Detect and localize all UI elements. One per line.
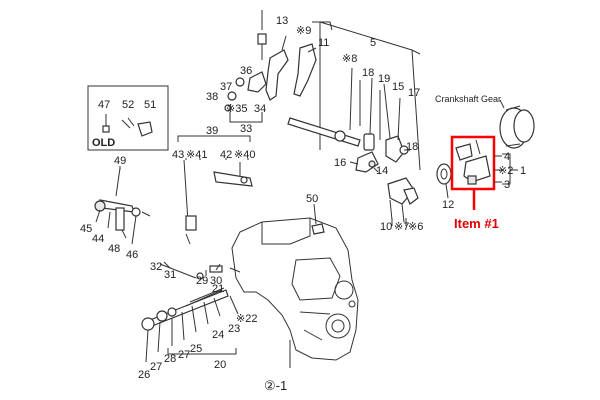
label-32: 32 <box>150 261 162 273</box>
leader-lines <box>95 20 502 363</box>
label-40: ※40 <box>234 149 255 161</box>
label-34: 34 <box>254 103 266 115</box>
label-10: 10 <box>380 221 392 233</box>
label-16: 16 <box>334 157 346 169</box>
label-2: ※2 <box>498 165 513 177</box>
label-21: 21 <box>212 283 224 295</box>
label-49: 49 <box>114 155 126 167</box>
label-13: 13 <box>276 15 288 27</box>
label-39: 39 <box>206 125 218 137</box>
label-51: 51 <box>144 99 156 111</box>
shift-fork-assembly-top <box>224 10 419 223</box>
figure-ref-label: ②-1 <box>264 378 287 393</box>
label-27: 27 <box>178 349 190 361</box>
old-label: OLD <box>92 137 115 149</box>
pin-50 <box>311 223 325 235</box>
spring-stack <box>141 287 229 331</box>
label-42: 42 <box>220 149 232 161</box>
label-25: 25 <box>190 343 202 355</box>
label-7: ※7 <box>394 221 409 233</box>
label-15: 15 <box>392 81 404 93</box>
label-47: 47 <box>98 99 110 111</box>
label-11: 11 <box>318 37 329 49</box>
label-30: 30 <box>210 275 222 287</box>
label-26b: 27 <box>150 361 162 373</box>
label-6: ※6 <box>408 221 423 233</box>
label-45: 45 <box>80 223 92 235</box>
label-3: 3 <box>504 179 510 191</box>
transmission-case <box>231 217 359 368</box>
label-46: 46 <box>126 249 138 261</box>
label-19: 19 <box>378 73 390 85</box>
label-9: ※9 <box>296 25 311 37</box>
label-17: 17 <box>408 87 420 99</box>
label-52: 52 <box>122 99 134 111</box>
label-43: 43 <box>172 149 184 161</box>
label-20: 20 <box>214 359 226 371</box>
label-18b: 18 <box>406 141 418 153</box>
bracket-20 <box>167 348 237 355</box>
bracket-1 <box>502 153 518 185</box>
label-41: ※41 <box>186 149 207 161</box>
crankshaft-gear-label: Crankshaft Gear <box>435 94 501 104</box>
label-29: 29 <box>196 275 208 287</box>
old-inset: OLD <box>87 85 169 151</box>
detent-parts <box>159 263 241 280</box>
label-24: 24 <box>212 329 224 341</box>
label-35: ※35 <box>226 103 247 115</box>
bracket-39 <box>177 135 251 142</box>
label-1: 1 <box>520 165 526 177</box>
label-36: 36 <box>240 65 252 77</box>
label-44: 44 <box>92 233 104 245</box>
label-18a: 18 <box>362 67 374 79</box>
label-38: 38 <box>206 91 218 103</box>
label-28: 28 <box>164 353 176 365</box>
governor-parts <box>436 139 491 185</box>
label-5: 5 <box>370 37 376 49</box>
crankshaft-gear <box>499 99 535 149</box>
highlight-box <box>450 135 496 191</box>
label-4: 4 <box>504 151 510 163</box>
label-22: ※22 <box>236 313 257 325</box>
label-26: 26 <box>138 369 150 381</box>
shift-rod-assembly <box>183 159 253 245</box>
item1-label: Item #1 <box>454 216 499 231</box>
leader-5 <box>319 21 421 171</box>
label-12: 12 <box>442 199 454 211</box>
part-labels: 13 ※9 11 5 36 37 38 ※35 34 33 ※8 18 19 1… <box>80 15 526 381</box>
label-48: 48 <box>108 243 120 255</box>
label-50: 50 <box>306 193 318 205</box>
label-23: 23 <box>228 323 240 335</box>
label-8: ※8 <box>342 53 357 65</box>
left-lever-assembly <box>94 167 151 231</box>
bracket-33 <box>229 112 263 123</box>
label-31: 31 <box>164 269 176 281</box>
label-37: 37 <box>220 81 232 93</box>
label-14: 14 <box>376 165 388 177</box>
label-33: 33 <box>240 123 252 135</box>
